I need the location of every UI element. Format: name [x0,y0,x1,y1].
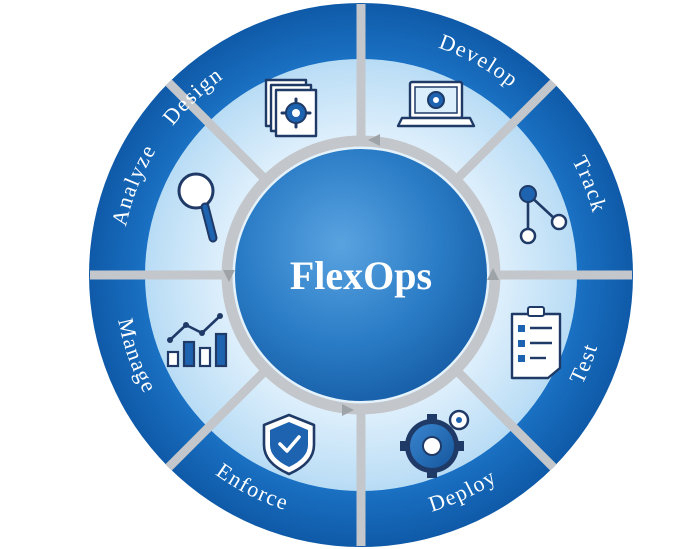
shield-check-icon [262,413,316,476]
center-title: FlexOps [290,253,432,298]
hub-ring-arrows [223,134,499,416]
hub [235,149,487,401]
design-pages-gear-icon [264,78,318,138]
bar-chart-trend-icon [166,313,228,368]
gears-icon [400,409,470,478]
laptop-gear-icon [396,80,476,128]
node-graph-icon [519,185,568,245]
segment-dividers [90,4,632,546]
checklist-clipboard-icon [510,306,562,380]
magnifier-icon [177,172,218,243]
